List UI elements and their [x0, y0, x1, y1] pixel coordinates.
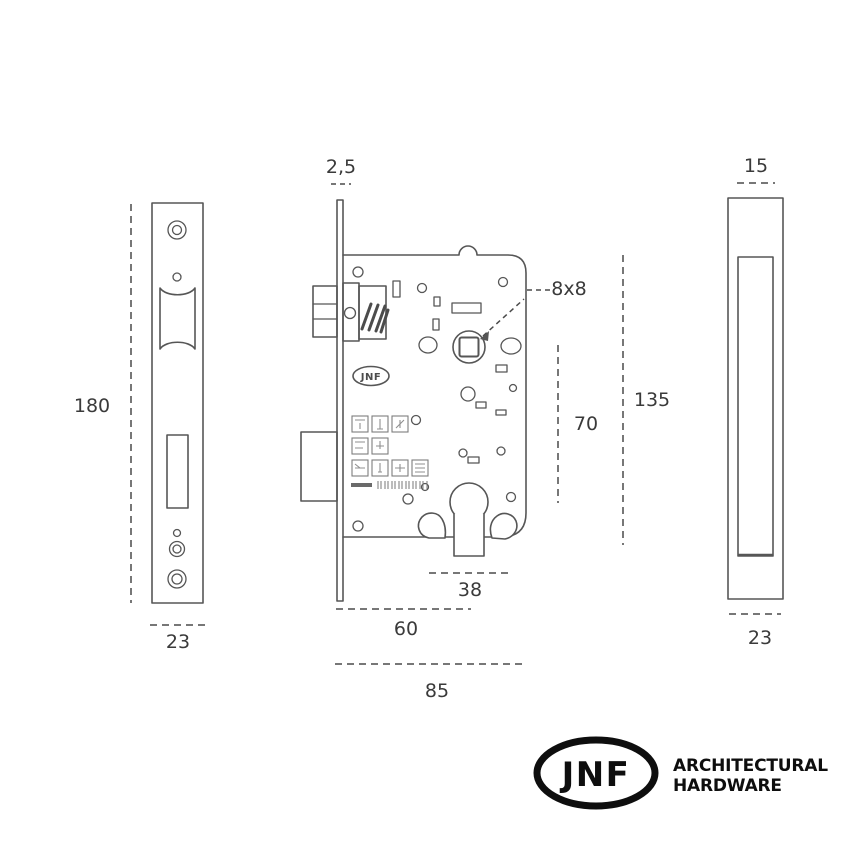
spring-hatch-icon: [360, 302, 390, 334]
case-hole: [352, 266, 364, 278]
deadbolt-head: [300, 431, 338, 502]
case-tab: [467, 456, 480, 464]
leader-arrowhead-icon: [480, 331, 489, 341]
case-tab: [392, 280, 401, 298]
case-hole: [458, 448, 468, 458]
faceplate-edge: [336, 199, 344, 602]
case-hole: [460, 386, 476, 402]
spindle-hub: [452, 330, 486, 364]
euro-cylinder-cutout: [417, 482, 518, 557]
dim-label-60: 60: [394, 618, 418, 640]
brand-tagline-line2: HARDWARE: [673, 776, 782, 796]
dim-label-2-5: 2,5: [326, 156, 356, 178]
cylinder-stem: [453, 514, 485, 557]
screw-hole-bottom-icon: [167, 569, 187, 589]
case-hole: [496, 446, 506, 456]
screw-hole-mid-icon: [168, 540, 186, 558]
case-oval-hole: [500, 337, 522, 355]
lock-case-outline: [342, 245, 527, 538]
latch-cutout: [159, 287, 196, 350]
sticker-dash: [351, 483, 372, 487]
latch-pivot-hole: [343, 306, 357, 320]
brand-logo-text: JNF: [560, 755, 631, 795]
dim-label-85: 85: [425, 680, 449, 702]
dim-label-180: 180: [74, 395, 110, 417]
brand-logo-ellipse: [533, 736, 659, 810]
case-hole: [416, 282, 428, 294]
screw-hole-top-inner: [171, 224, 183, 236]
dim-label-23-left: 23: [166, 631, 190, 653]
case-tab: [432, 318, 440, 331]
plate-profile-view: 15 23: [727, 155, 784, 649]
case-tab: [475, 401, 487, 409]
screw-hole-top-icon: [167, 220, 187, 240]
case-tab: [495, 409, 507, 416]
case-hole: [497, 276, 509, 288]
case-hole: [420, 482, 430, 492]
faceplate-front-view: 180 23: [74, 202, 205, 653]
dim-label-38: 38: [458, 579, 482, 601]
case-hole: [410, 414, 422, 426]
case-hole: [352, 520, 364, 532]
screw-hole-mid-inner: [172, 544, 182, 554]
brand-tagline-line1: ARCHITECTURAL: [673, 756, 828, 776]
jnf-brand-logo-icon: JNF ARCHITECTURAL HARDWARE: [533, 736, 828, 810]
dim-label-23-right: 23: [748, 627, 772, 649]
dim-label-70: 70: [574, 413, 598, 435]
deadbolt-cutout: [166, 434, 189, 509]
dim-label-8x8: 8x8: [551, 278, 586, 300]
case-hole: [505, 491, 517, 503]
lock-case-side-view: 2,5: [300, 156, 670, 702]
pin-hole-lower: [172, 528, 182, 538]
case-tab: [495, 364, 508, 373]
cylinder-ear-left: [417, 512, 447, 539]
case-slot: [451, 302, 482, 314]
dim-label-135: 135: [634, 389, 670, 411]
jnf-oval-stamp-icon: JNF: [352, 365, 390, 387]
leader-8x8: [482, 289, 551, 337]
pin-hole-upper: [172, 272, 182, 282]
barcode-icon: [377, 481, 428, 489]
screw-hole-bottom-inner: [171, 573, 183, 585]
faceplate-outline: [151, 202, 204, 604]
case-hole: [402, 493, 414, 505]
case-oval-hole: [418, 336, 438, 354]
profile-inner: [737, 256, 774, 557]
stamp-oval: [352, 365, 390, 387]
case-tab: [433, 296, 441, 307]
latch-bolt-head: [312, 285, 338, 338]
profile-outer: [727, 197, 784, 600]
dim-label-15: 15: [744, 155, 768, 177]
certification-pictograms: [351, 415, 429, 489]
stamp-text: JNF: [360, 372, 381, 383]
latch-follower-block: [342, 282, 360, 342]
cylinder-ear-right: [489, 512, 518, 540]
case-hole: [508, 383, 518, 393]
spindle-square-hole: [458, 336, 480, 358]
